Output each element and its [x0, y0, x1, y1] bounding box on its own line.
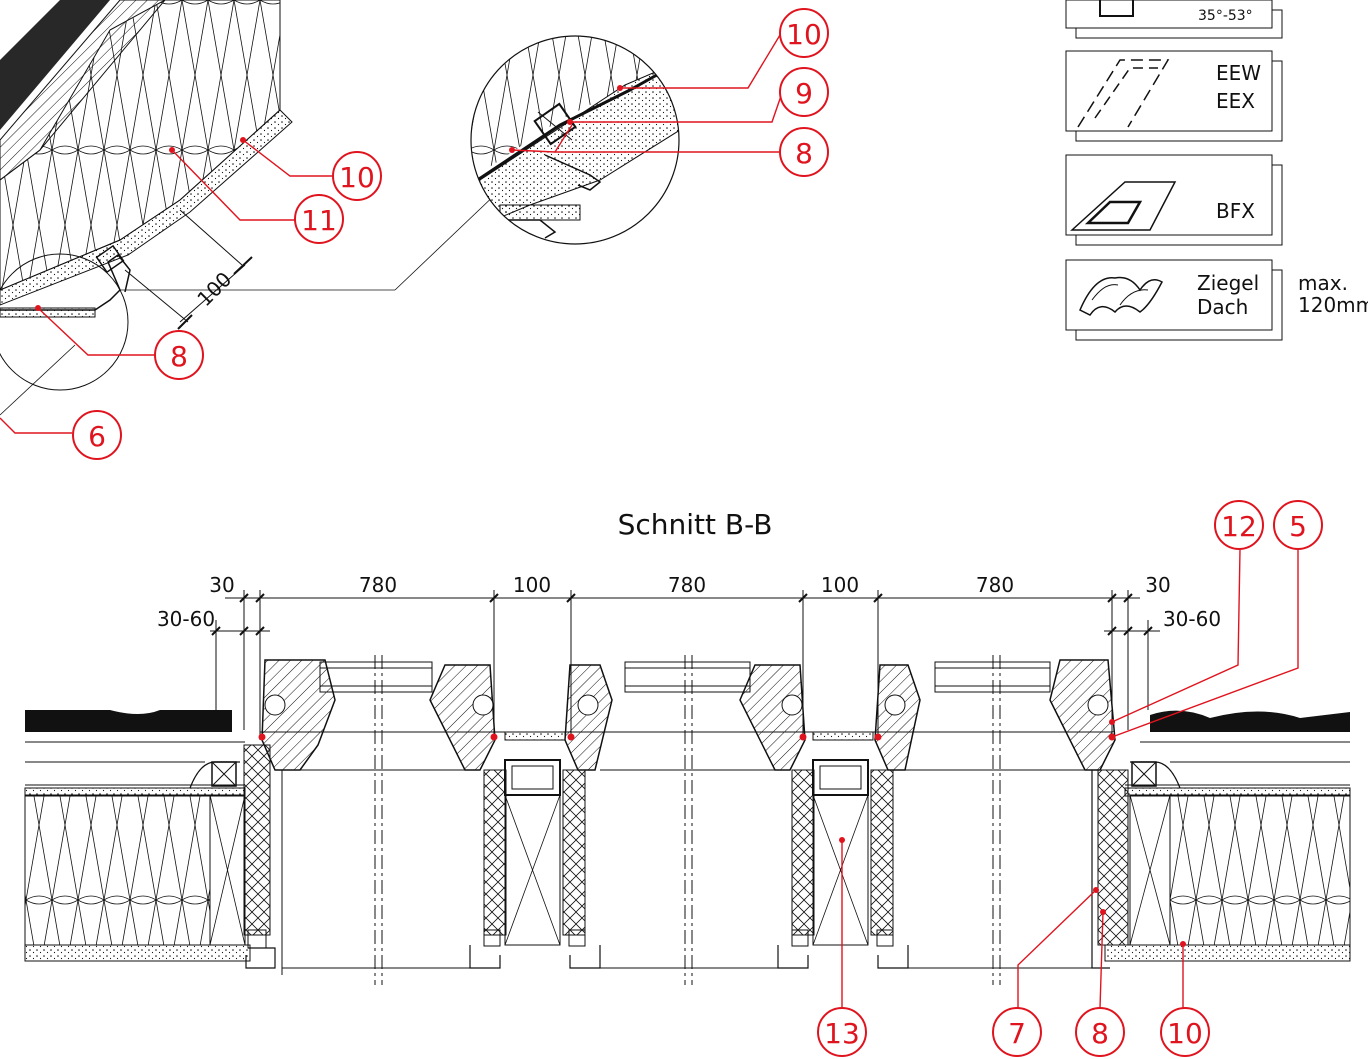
callout-9: 9	[779, 67, 829, 117]
svg-text:100: 100	[821, 573, 859, 597]
svg-text:30: 30	[209, 573, 234, 597]
frame-1	[243, 659, 336, 975]
svg-text:EEX: EEX	[1216, 89, 1255, 113]
svg-text:10: 10	[339, 161, 375, 194]
svg-text:30: 30	[1145, 573, 1170, 597]
svg-text:30-60: 30-60	[157, 607, 215, 631]
svg-text:8: 8	[795, 137, 813, 170]
callout-12: 12	[1214, 500, 1264, 550]
svg-text:780: 780	[976, 573, 1014, 597]
lower-markers	[258, 719, 1186, 947]
callout-13: 13	[817, 1007, 867, 1057]
callout-10-b: 10	[332, 151, 382, 201]
svg-text:780: 780	[668, 573, 706, 597]
frame-3	[739, 664, 921, 969]
callout-10-c: 10	[1160, 1007, 1210, 1057]
legend: 35°-53° EEW EEX BFX Ziegel Dach max. 120…	[1065, 0, 1368, 341]
dimension-chain: 30 780 100 780 100 780 30 30-60 30-60	[157, 573, 1221, 740]
svg-text:BFX: BFX	[1216, 199, 1255, 223]
svg-text:Dach: Dach	[1197, 295, 1248, 319]
frame-2	[429, 664, 613, 969]
svg-text:5: 5	[1289, 510, 1307, 543]
roof-section-upper: 100	[0, 0, 501, 416]
callout-10-a: 10	[779, 8, 829, 58]
svg-text:7: 7	[1008, 1017, 1026, 1050]
callout-11: 11	[294, 194, 344, 244]
svg-text:12: 12	[1221, 510, 1257, 543]
svg-text:30-60: 30-60	[1163, 607, 1221, 631]
svg-text:Ziegel: Ziegel	[1197, 271, 1259, 295]
svg-text:max.: max.	[1298, 271, 1348, 295]
callout-8-a: 8	[779, 127, 829, 177]
svg-text:35°-53°: 35°-53°	[1198, 8, 1253, 24]
svg-text:100: 100	[513, 573, 551, 597]
svg-text:9: 9	[795, 77, 813, 110]
section-b-b	[24, 710, 1351, 962]
callout-6: 6	[72, 410, 122, 460]
frame-4	[1049, 659, 1129, 969]
svg-text:11: 11	[301, 204, 337, 237]
svg-text:EEW: EEW	[1216, 61, 1261, 85]
legend-box-ziegel: Ziegel Dach max. 120mm	[1065, 259, 1368, 341]
svg-text:13: 13	[824, 1017, 860, 1050]
window-frames	[243, 655, 1129, 985]
svg-text:10: 10	[1167, 1017, 1203, 1050]
lower-leaders	[841, 549, 1299, 1009]
svg-text:10: 10	[786, 18, 822, 51]
svg-text:8: 8	[1091, 1017, 1109, 1050]
legend-box-eew: EEW EEX	[1065, 50, 1283, 142]
callout-5: 5	[1273, 500, 1323, 550]
legend-box-bfx: BFX	[1065, 154, 1283, 246]
section-title: Schnitt B-B	[618, 508, 773, 541]
upper-leaders	[0, 34, 783, 434]
svg-text:780: 780	[359, 573, 397, 597]
callout-8-b: 8	[154, 330, 204, 380]
svg-text:8: 8	[170, 340, 188, 373]
detail-dimension-text: 100	[192, 267, 236, 311]
svg-text:120mm: 120mm	[1298, 293, 1368, 317]
callout-7: 7	[992, 1007, 1042, 1057]
legend-box-angle: 35°-53°	[1065, 0, 1283, 39]
svg-text:6: 6	[88, 420, 106, 453]
callout-8-c: 8	[1075, 1007, 1125, 1057]
detail-magnifier	[470, 35, 680, 245]
